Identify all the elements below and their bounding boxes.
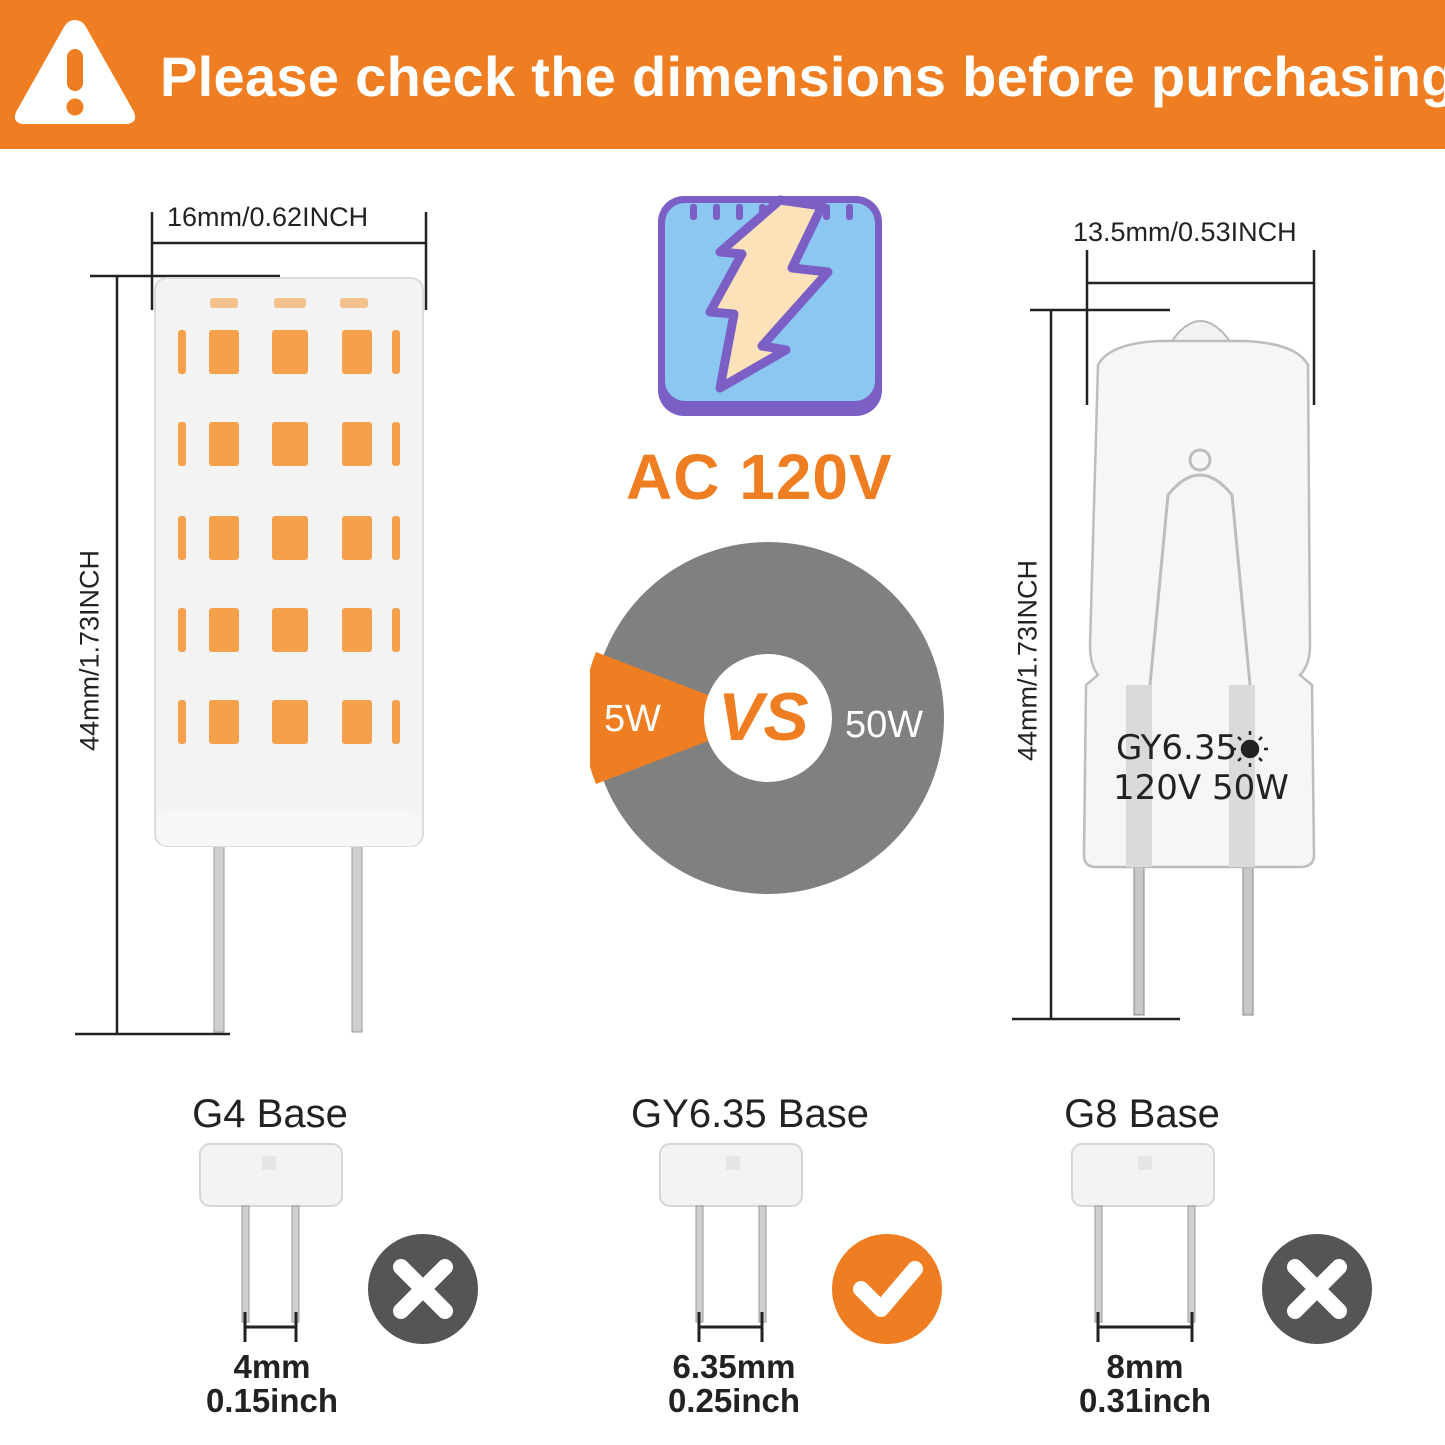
banner-title: Please check the dimensions before purch… bbox=[160, 45, 1445, 108]
gy635-dim-mm: 6.35mm bbox=[672, 1348, 796, 1385]
warning-banner: Please check the dimensions before purch… bbox=[0, 0, 1445, 149]
led-chip bbox=[342, 700, 372, 744]
led-chip bbox=[272, 700, 308, 744]
led-chip bbox=[392, 330, 400, 374]
led-chip bbox=[342, 608, 372, 652]
g8-dim-inch: 0.31inch bbox=[1078, 1382, 1212, 1419]
led-chip bbox=[272, 330, 308, 374]
halogen-print-line2: 120V 50W bbox=[1113, 768, 1289, 808]
led-chip bbox=[342, 422, 372, 466]
gy635-base-illustration bbox=[659, 1143, 803, 1342]
led-wattage-label: 5W bbox=[604, 698, 661, 740]
led-height-label: 44mm/1.73INCH bbox=[74, 549, 105, 752]
led-chip bbox=[209, 608, 239, 652]
led-chip bbox=[178, 330, 186, 374]
led-chip bbox=[178, 700, 186, 744]
led-chip bbox=[178, 608, 186, 652]
led-chip bbox=[342, 330, 372, 374]
led-chip bbox=[209, 516, 239, 560]
warning-triangle-icon bbox=[14, 20, 136, 124]
led-chip bbox=[342, 516, 372, 560]
led-chip bbox=[392, 700, 400, 744]
led-chip bbox=[392, 422, 400, 466]
cross-icon bbox=[368, 1234, 478, 1344]
led-chip bbox=[340, 298, 368, 308]
base-title-g8: G8 Base bbox=[1064, 1092, 1220, 1136]
led-chip bbox=[209, 422, 239, 466]
vs-label: VS bbox=[718, 679, 809, 755]
led-chip bbox=[209, 330, 239, 374]
led-chip bbox=[274, 298, 306, 308]
g4-base-illustration bbox=[199, 1143, 343, 1342]
base-title-gy635: GY6.35 Base bbox=[631, 1092, 869, 1136]
g8-base-illustration bbox=[1071, 1143, 1215, 1342]
led-bulb-illustration bbox=[75, 212, 428, 1036]
halogen-height-label: 44mm/1.73INCH bbox=[1012, 559, 1043, 762]
led-chip bbox=[178, 516, 186, 560]
led-chip bbox=[392, 516, 400, 560]
voltage-label: AC 120V bbox=[626, 441, 893, 513]
led-chip bbox=[178, 422, 186, 466]
cross-icon bbox=[1262, 1234, 1372, 1344]
halogen-print-line1: GY6.35 bbox=[1116, 728, 1238, 768]
led-width-label: 16mm/0.62INCH bbox=[167, 202, 369, 232]
led-chip bbox=[272, 608, 308, 652]
g4-dim-inch: 0.15inch bbox=[205, 1382, 339, 1419]
led-chip bbox=[210, 298, 238, 308]
gy635-dim-inch: 0.25inch bbox=[667, 1382, 801, 1419]
g8-dim-mm: 8mm bbox=[1106, 1348, 1184, 1385]
led-chip bbox=[272, 422, 308, 466]
led-chip bbox=[272, 516, 308, 560]
led-chip bbox=[392, 608, 400, 652]
led-chip bbox=[209, 700, 239, 744]
halogen-bulb-illustration bbox=[1012, 250, 1316, 1021]
g4-dim-mm: 4mm bbox=[233, 1348, 311, 1385]
check-icon bbox=[832, 1234, 942, 1344]
base-title-g4: G4 Base bbox=[192, 1092, 348, 1136]
halogen-width-label: 13.5mm/0.53INCH bbox=[1073, 217, 1297, 247]
wattage-comparison-graphic bbox=[590, 542, 944, 894]
lightning-bolt-icon bbox=[658, 195, 882, 416]
halogen-wattage-label: 50W bbox=[845, 704, 924, 746]
